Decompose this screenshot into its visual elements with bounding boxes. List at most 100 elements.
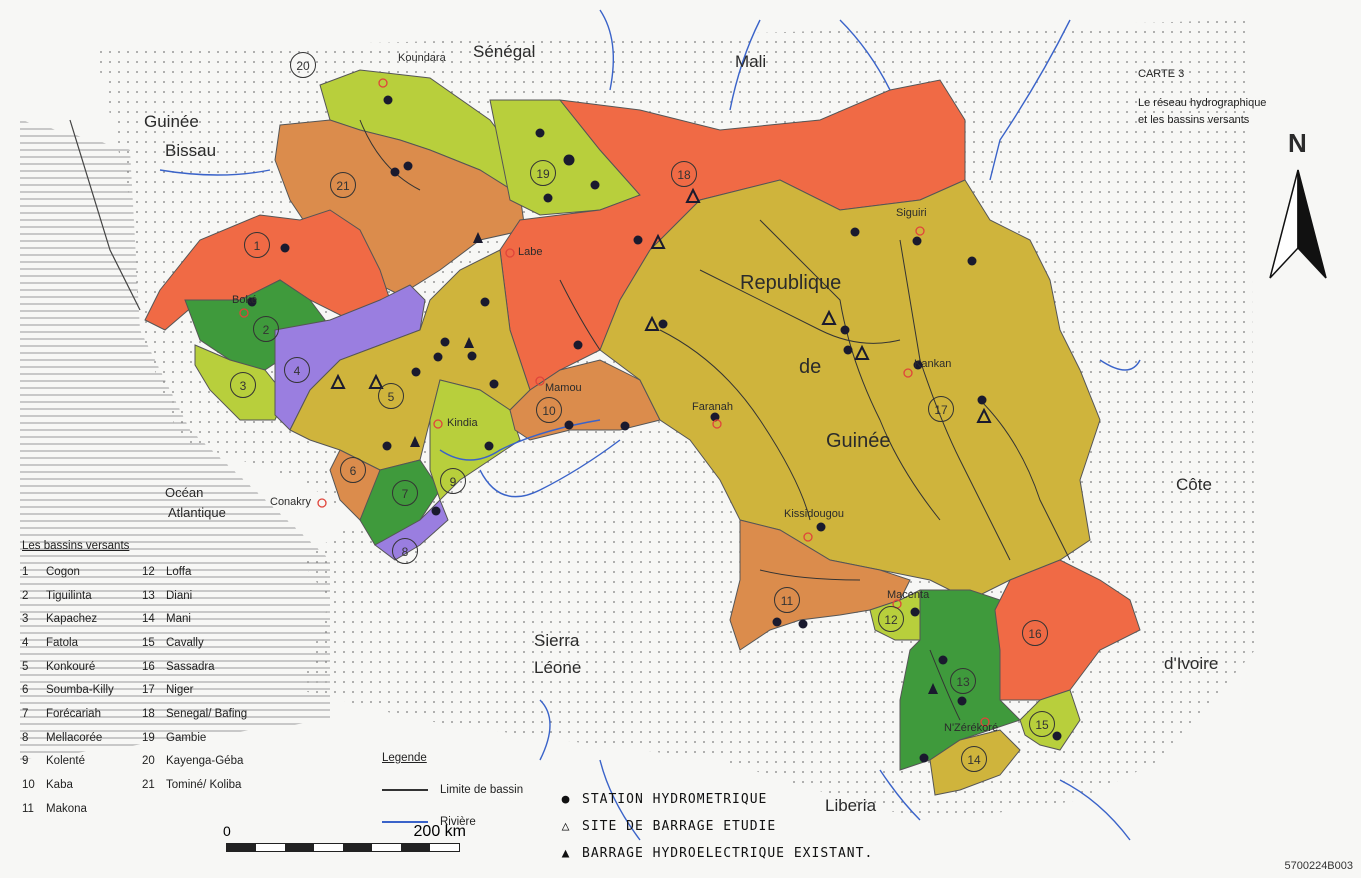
river bbox=[879, 769, 921, 821]
river bbox=[539, 699, 551, 761]
country-guinea-1: Republique bbox=[740, 272, 842, 294]
city-macenta: Macenta bbox=[887, 589, 930, 601]
station-marker bbox=[247, 297, 257, 307]
basin-number: 6 bbox=[340, 457, 366, 483]
city-siguiri: Siguiri bbox=[896, 207, 927, 219]
basin-number: 20 bbox=[290, 52, 316, 78]
city-kissidougou: Kissidougou bbox=[784, 508, 844, 520]
station-dot-icon: ● bbox=[561, 792, 571, 807]
river bbox=[729, 19, 761, 111]
basin-number: 18 bbox=[671, 161, 697, 187]
country-senegal: Sénégal bbox=[473, 42, 536, 61]
study-site-marker bbox=[330, 373, 346, 389]
country-mali: Mali bbox=[735, 52, 767, 71]
basin-number: 13 bbox=[950, 668, 976, 694]
ocean-label-1: Océan bbox=[165, 485, 204, 500]
basin-limit bbox=[759, 569, 861, 581]
symbol-dam: ▲BARRAGE HYDROELECTRIQUE EXISTANT. bbox=[556, 840, 873, 867]
basin-16 bbox=[994, 559, 1141, 701]
existing-dam-marker bbox=[473, 232, 483, 243]
document-code: 5700224B003 bbox=[1284, 860, 1353, 872]
basin-number: 15 bbox=[1029, 711, 1055, 737]
city-labe: Labe bbox=[518, 246, 543, 258]
study-site-marker bbox=[368, 373, 384, 389]
station-marker bbox=[1052, 731, 1062, 741]
scale-end: 200 km bbox=[413, 823, 466, 840]
coastline bbox=[69, 119, 141, 311]
station-marker bbox=[440, 337, 450, 347]
station-marker bbox=[573, 340, 583, 350]
city-marker bbox=[317, 498, 327, 508]
ocean-hatching bbox=[20, 120, 330, 760]
basin-number: 14 bbox=[961, 746, 987, 772]
river bbox=[479, 439, 621, 498]
map-title: CARTE 3 Le réseau hydrographique et les … bbox=[1138, 66, 1266, 129]
basin-number: 9 bbox=[440, 468, 466, 494]
city-faranah: Faranah bbox=[692, 401, 733, 413]
country-cote-ivoire-1: Côte bbox=[1176, 475, 1212, 494]
city-mamou: Mamou bbox=[545, 382, 582, 394]
basin-limit bbox=[659, 329, 811, 521]
country-sierra-leone-2: Léone bbox=[534, 658, 582, 677]
study-site-marker bbox=[976, 407, 992, 423]
city-marker bbox=[915, 226, 925, 236]
basin-number: 4 bbox=[284, 357, 310, 383]
basin-number: 1 bbox=[244, 232, 270, 258]
city-marker bbox=[535, 376, 545, 386]
map-legend: Legende Limite de bassin Rivière bbox=[382, 752, 523, 838]
study-site-marker bbox=[854, 344, 870, 360]
station-marker bbox=[403, 161, 413, 171]
river bbox=[1059, 779, 1131, 841]
title-line-2: Le réseau hydrographique bbox=[1138, 97, 1267, 109]
river bbox=[599, 759, 641, 841]
station-marker bbox=[910, 607, 920, 617]
north-label: N bbox=[1288, 128, 1307, 158]
title-line-1: CARTE 3 bbox=[1138, 68, 1185, 80]
basin-number: 2 bbox=[253, 316, 279, 342]
station-marker bbox=[467, 351, 477, 361]
study-site-marker bbox=[644, 315, 660, 331]
legend-basin-limit: Limite de bassin bbox=[382, 774, 523, 806]
station-marker bbox=[543, 193, 553, 203]
city-marker bbox=[433, 419, 443, 429]
north-arrow bbox=[1269, 169, 1327, 279]
basin-number: 10 bbox=[536, 397, 562, 423]
country-guinea-3: Guinée bbox=[826, 430, 891, 452]
study-site-marker bbox=[685, 187, 701, 203]
basin-number: 12 bbox=[878, 606, 904, 632]
city-marker bbox=[803, 532, 813, 542]
city-marker bbox=[505, 248, 515, 258]
basin-number: 5 bbox=[378, 383, 404, 409]
station-marker bbox=[431, 506, 441, 516]
station-marker bbox=[280, 243, 290, 253]
station-marker bbox=[919, 753, 929, 763]
ocean-label-2: Atlantique bbox=[168, 505, 226, 520]
title-line-3: et les bassins versants bbox=[1138, 114, 1250, 126]
station-marker bbox=[816, 522, 826, 532]
symbol-site: △SITE DE BARRAGE ETUDIE bbox=[556, 813, 873, 840]
station-marker bbox=[798, 619, 808, 629]
basin-17 bbox=[599, 179, 1101, 601]
country-cote-ivoire-2: d'Ivoire bbox=[1164, 654, 1219, 673]
station-marker bbox=[620, 421, 630, 431]
country-guinea-bissau-2: Bissau bbox=[165, 141, 217, 160]
station-marker bbox=[912, 236, 922, 246]
station-marker bbox=[480, 297, 490, 307]
study-site-marker bbox=[650, 233, 666, 249]
city-marker bbox=[712, 419, 722, 429]
